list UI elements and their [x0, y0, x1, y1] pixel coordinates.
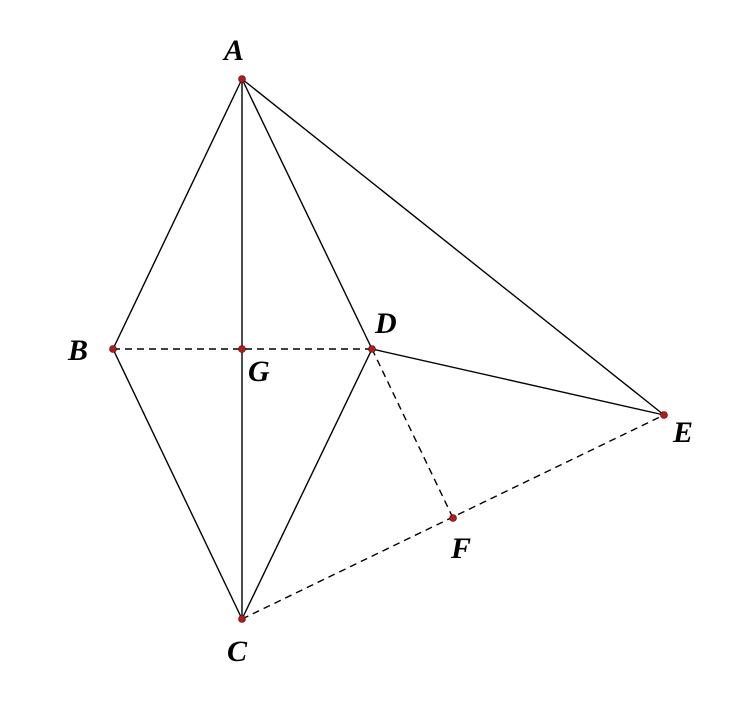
point-E [660, 411, 668, 419]
point-F [449, 514, 457, 522]
label-F: F [450, 532, 471, 565]
segment-BC [112, 348, 243, 620]
segment-AE [241, 78, 665, 416]
point-G [238, 345, 246, 353]
segment-DF [371, 348, 454, 519]
point-C [238, 615, 246, 623]
point-labels: A B C D E F G [67, 34, 693, 668]
segment-AB [112, 78, 243, 350]
label-B: B [67, 334, 88, 367]
points [109, 75, 668, 623]
segment-AD [241, 78, 373, 350]
label-D: D [374, 307, 397, 340]
label-C: C [227, 635, 248, 668]
segment-DC [241, 348, 373, 620]
solid-segments [112, 78, 665, 620]
label-E: E [672, 416, 693, 449]
point-A [238, 75, 246, 83]
point-D [368, 345, 376, 353]
dashed-segments [113, 348, 665, 620]
label-G: G [248, 355, 270, 388]
point-B [109, 345, 117, 353]
label-A: A [222, 34, 244, 67]
segment-DE [371, 348, 665, 416]
